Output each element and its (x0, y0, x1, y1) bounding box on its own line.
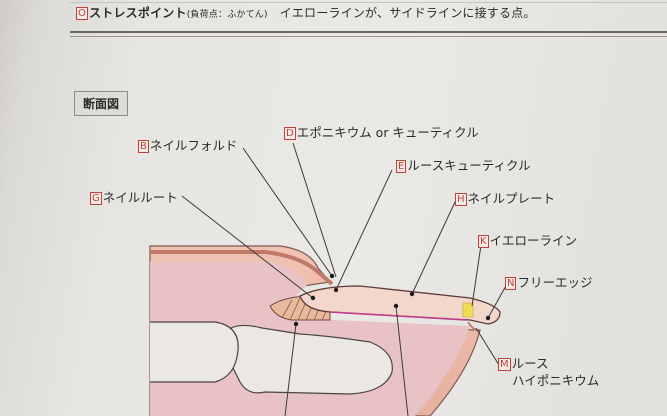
leader-G (181, 195, 314, 299)
header-top-rule (70, 2, 667, 3)
header-definition: イエローラインが、サイドラインに接する点。 (279, 6, 536, 20)
header-letter-box: O (76, 7, 89, 20)
nail-bed-line (329, 311, 467, 321)
leader-D (292, 142, 337, 278)
leader-bottom-2 (395, 305, 409, 416)
header-term: ストレスポイント (89, 6, 187, 20)
yellow-line (462, 302, 474, 318)
leader-E (335, 169, 393, 291)
leader-H (411, 201, 456, 295)
leader-B (242, 147, 333, 277)
nail-plate (299, 285, 501, 325)
header-divider (70, 31, 667, 33)
joint-bone (150, 321, 239, 383)
header-divider-thin (70, 36, 667, 37)
leader-N (487, 283, 508, 319)
leader-bottom-1 (284, 323, 297, 416)
leader-K (471, 244, 482, 307)
section-title: 断面図 (74, 91, 129, 116)
hyponychium (467, 321, 477, 331)
nail-fold-curve (150, 250, 334, 286)
leader-M (475, 327, 500, 366)
finger-bone (224, 324, 393, 395)
header-reading: (負荷点：ふかてん) (186, 10, 268, 20)
